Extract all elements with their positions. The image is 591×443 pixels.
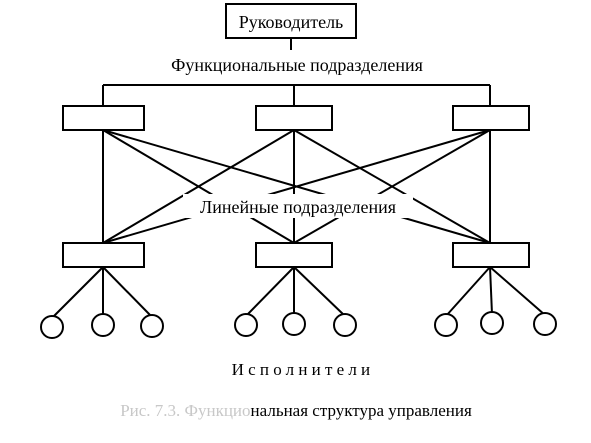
executor-circle-8 (480, 311, 504, 335)
executor-circle-4 (234, 313, 258, 337)
link-f3-l1 (102, 129, 491, 244)
linear-label: Линейные подразделения (200, 197, 396, 217)
linear-box-right (452, 242, 530, 268)
executor-circle-1 (40, 315, 64, 339)
exec-link-8 (489, 266, 493, 315)
executor-links (51, 266, 546, 319)
exec-link-6 (293, 266, 346, 317)
functional-box-left (62, 105, 145, 131)
executor-circle-7 (434, 313, 458, 337)
link-f3-l2 (293, 129, 491, 244)
functional-box-center (255, 105, 333, 131)
executors (40, 311, 557, 339)
executor-circle-9 (533, 312, 557, 336)
exec-link-7 (445, 266, 491, 317)
figure-caption: Рис. 7.3. Функциональная структура управ… (120, 401, 472, 420)
linear-box-left (62, 242, 145, 268)
exec-link-1 (51, 266, 104, 319)
functional-label: Функциональные подразделения (171, 55, 423, 75)
figure-caption-faded: Рис. 7.3. Функцио (120, 401, 250, 420)
executor-circle-5 (282, 312, 306, 336)
executor-circle-3 (140, 314, 164, 338)
functional-box-right (452, 105, 530, 131)
executor-circle-6 (333, 313, 357, 337)
linear-label-background (183, 194, 413, 218)
executor-circle-2 (91, 313, 115, 337)
exec-link-4 (245, 266, 295, 317)
linear-box-center (255, 242, 333, 268)
figure-caption-main: нальная структура управления (251, 401, 472, 420)
executors-label: Исполнители (232, 360, 375, 379)
exec-link-3 (102, 266, 153, 318)
link-f2-l1 (102, 129, 295, 244)
cross-connections (102, 129, 491, 244)
exec-link-9 (489, 266, 546, 316)
head-box (225, 3, 357, 39)
head-label: Руководитель (239, 12, 344, 32)
